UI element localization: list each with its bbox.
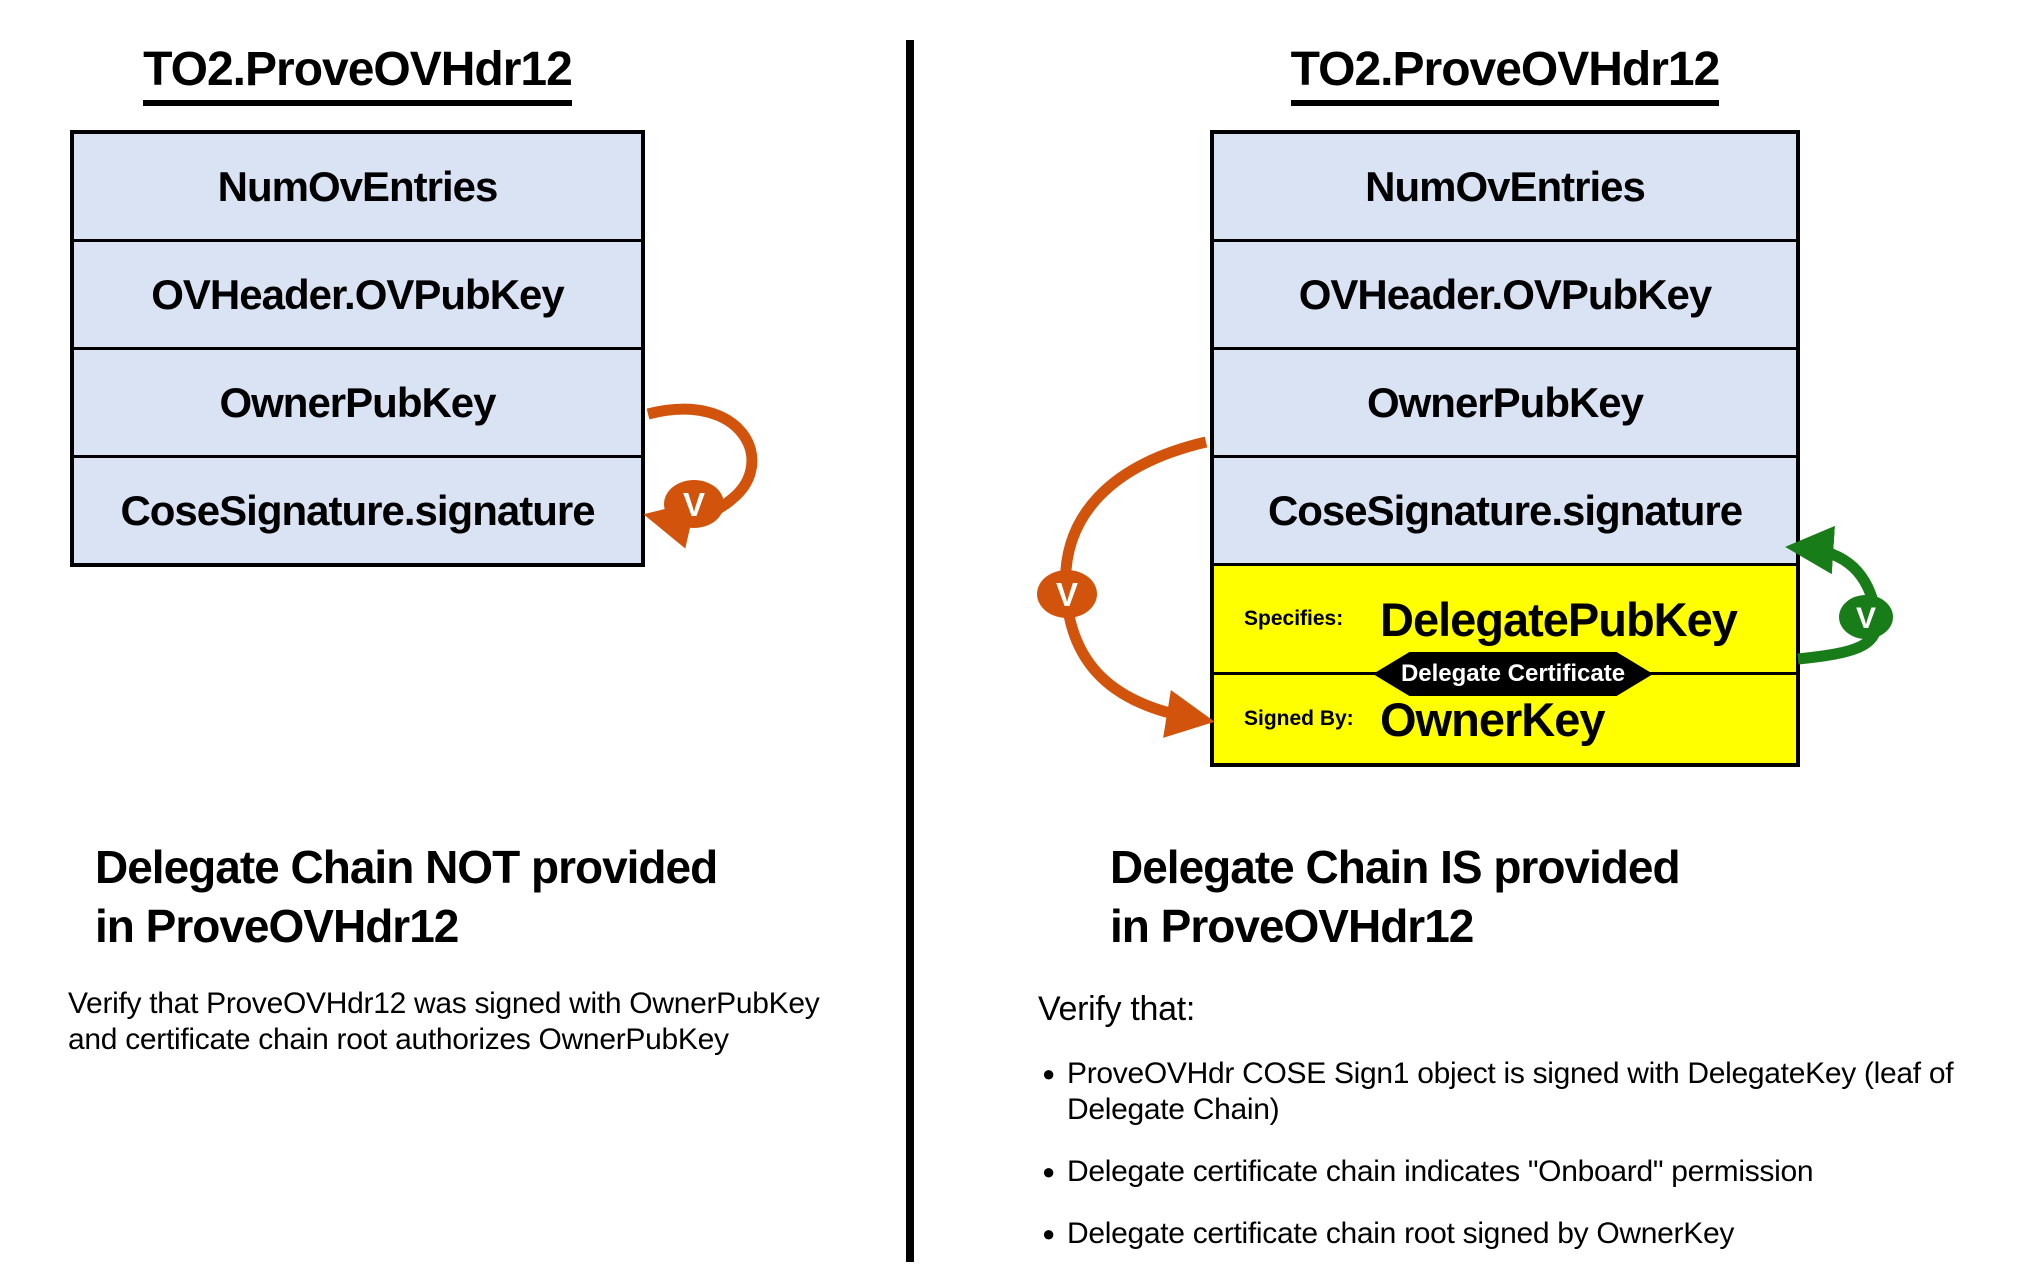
right-panel-title-text: TO2.ProveOVHdr12: [1290, 42, 1720, 106]
left-verify-badge-circle: [664, 480, 724, 528]
right-orange-verify-badge-letter: V: [1056, 576, 1078, 613]
table-row-ownerpubkey: OwnerPubKey: [74, 347, 641, 455]
right-verify-bullet-list: ● ProveOVHdr COSE Sign1 object is signed…: [1042, 1056, 2032, 1278]
bullet-text: ProveOVHdr COSE Sign1 object is signed w…: [1067, 1057, 1954, 1126]
right-delegatekey-verify-arrow: [1785, 525, 1883, 665]
bullet-text: Delegate certificate chain indicates "On…: [1067, 1155, 1814, 1188]
list-item: ● Delegate certificate chain root signed…: [1042, 1216, 2032, 1252]
table-row-cosesignature: CoseSignature.signature: [1214, 455, 1796, 563]
table-row-ovheader-ovpubkey: OVHeader.OVPubKey: [74, 239, 641, 347]
left-verify-paragraph: Verify that ProveOVHdr12 was signed with…: [68, 987, 820, 1056]
right-panel-title: TO2.ProveOVHdr12: [1210, 42, 1800, 106]
right-ownerkey-verify-arrow: [1060, 436, 1215, 738]
list-item: ● ProveOVHdr COSE Sign1 object is signed…: [1042, 1056, 2032, 1128]
left-panel-title: TO2.ProveOVHdr12: [70, 42, 645, 106]
table-row-ownerkey: Signed By: OwnerKey: [1214, 672, 1796, 763]
signed-by-label: Signed By:: [1244, 707, 1354, 730]
specifies-label: Specifies:: [1244, 607, 1344, 630]
left-message-structure-table: NumOvEntries OVHeader.OVPubKey OwnerPubK…: [70, 130, 645, 567]
right-heading: Delegate Chain IS provided in ProveOVHdr…: [1110, 841, 1681, 952]
ownerkey-value: OwnerKey: [1380, 692, 1605, 746]
delegatepubkey-value: DelegatePubKey: [1380, 592, 1738, 646]
left-verify-badge-letter: V: [683, 486, 705, 523]
center-divider-line: [906, 40, 914, 1262]
bullet-icon: ●: [1042, 1061, 1055, 1086]
table-row-numoventries: NumOvEntries: [1214, 134, 1796, 239]
delegate-certificate-banner: Delegate Certificate: [1373, 652, 1653, 696]
right-message-structure-table: NumOvEntries OVHeader.OVPubKey OwnerPubK…: [1210, 130, 1800, 767]
left-owner-signature-verify-arrow: [643, 403, 758, 549]
bullet-text: Delegate certificate chain root signed b…: [1067, 1217, 1735, 1250]
right-green-verify-badge-letter: V: [1856, 602, 1876, 635]
table-row-numoventries: NumOvEntries: [74, 134, 641, 239]
bullet-icon: ●: [1042, 1221, 1055, 1246]
left-heading: Delegate Chain NOT provided in ProveOVHd…: [95, 841, 718, 952]
right-green-verify-badge-circle: [1839, 595, 1893, 639]
bullet-icon: ●: [1042, 1159, 1055, 1184]
right-verify-intro: Verify that:: [1038, 990, 1196, 1028]
table-row-cosesignature: CoseSignature.signature: [74, 455, 641, 563]
right-orange-verify-badge-circle: [1037, 570, 1097, 618]
table-row-ownerpubkey: OwnerPubKey: [1214, 347, 1796, 455]
table-row-ovheader-ovpubkey: OVHeader.OVPubKey: [1214, 239, 1796, 347]
left-panel-title-text: TO2.ProveOVHdr12: [143, 42, 573, 106]
list-item: ● Delegate certificate chain indicates "…: [1042, 1154, 2032, 1190]
